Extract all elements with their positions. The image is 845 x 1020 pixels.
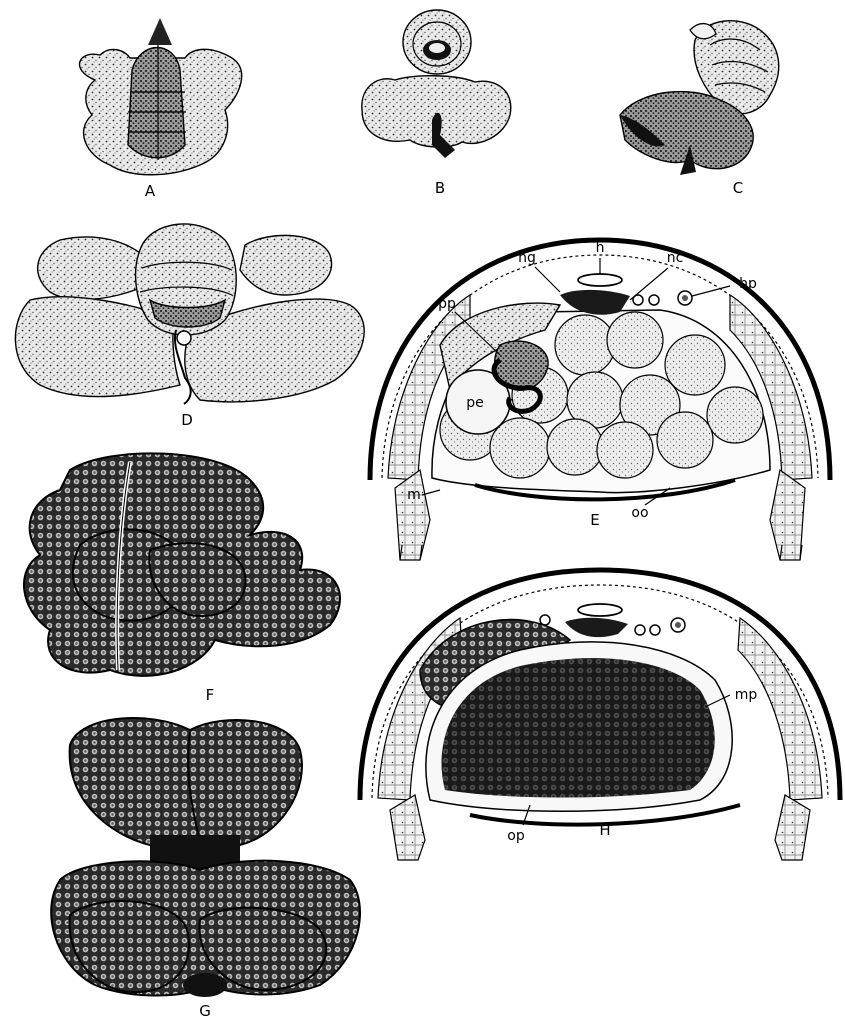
label-mp: mp — [735, 687, 758, 703]
panel-label-e: E — [590, 511, 599, 529]
panel-f: F — [24, 453, 340, 704]
label-pe: pe — [466, 395, 484, 411]
panel-label-g: G — [199, 1002, 211, 1020]
panel-label-c: C — [733, 179, 743, 197]
panel-d: D — [15, 224, 364, 429]
panel-label-b: B — [435, 179, 445, 197]
panel-g: G — [51, 718, 360, 1020]
label-h: h — [596, 240, 605, 256]
panel-c: C — [620, 21, 779, 197]
panel-h: mp op H — [360, 570, 840, 860]
label-hp: hp — [739, 276, 757, 292]
panel-label-d: D — [181, 411, 193, 429]
label-nc: nc — [667, 250, 684, 266]
panel-label-a: A — [145, 182, 156, 200]
panel-a: A — [80, 18, 242, 200]
panel-label-h: H — [599, 821, 610, 839]
label-hg: hg — [518, 250, 536, 266]
label-m: m — [407, 487, 421, 503]
panel-b: B — [362, 10, 511, 197]
label-op: op — [507, 828, 525, 844]
label-pp: pp — [438, 296, 456, 312]
panel-e: h hg nc hp pp pe m oo E — [370, 240, 830, 560]
panel-label-f: F — [206, 686, 215, 704]
label-oo: oo — [631, 505, 648, 521]
